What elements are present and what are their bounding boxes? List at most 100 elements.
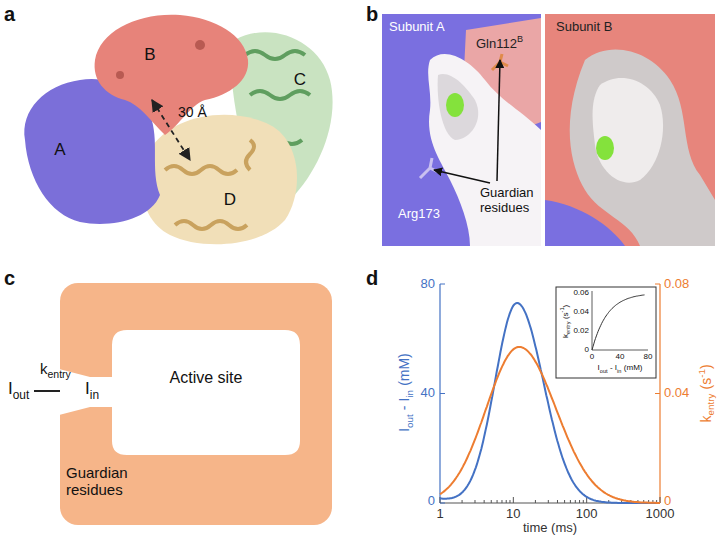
residue-label-text: B: [517, 34, 523, 44]
tick-label: 1000: [646, 507, 675, 522]
species-label-text: in: [90, 388, 99, 402]
subunit-letter: A: [54, 140, 65, 160]
guardian-label: Guardian residues: [480, 186, 542, 216]
surface-pit: [116, 71, 124, 79]
panel-letter: d: [366, 267, 378, 290]
tick-label-text: 0.08: [664, 276, 689, 291]
panel-letter-text: b: [366, 3, 378, 25]
tick: [491, 500, 492, 503]
tick-label: 0: [428, 494, 435, 509]
helix: [175, 221, 247, 229]
tick-label-text: 0: [585, 345, 589, 354]
axis-title-text: - I: [395, 398, 411, 410]
tick: [501, 500, 502, 503]
helix: [246, 140, 254, 170]
active-site-views: [382, 14, 715, 246]
tick-label-text: 0.04: [664, 385, 689, 400]
inset-frame: [556, 287, 656, 378]
subunit-title: Subunit B: [556, 20, 612, 35]
leader-arrow: [434, 170, 490, 183]
axis-title-text: -1: [560, 307, 566, 312]
axis-title-text: I: [598, 363, 600, 372]
tick-label: 0.06: [573, 288, 589, 297]
subunit-letter: B: [144, 45, 155, 65]
panel-letter-text: a: [4, 3, 15, 25]
inset-axis: [592, 291, 593, 350]
tick-label: 0: [585, 345, 589, 354]
distance-label: 30 Å: [178, 104, 207, 120]
subunit-letter-text: A: [54, 140, 65, 159]
species-label-text: out: [13, 388, 30, 402]
tick-label: 0.02: [573, 326, 589, 335]
species-label: Iin: [85, 379, 99, 402]
tick: [575, 500, 576, 503]
tick-label: 80: [421, 277, 435, 292]
tick: [440, 503, 445, 504]
tick-label-text: 0: [664, 493, 671, 508]
helix: [245, 51, 305, 59]
tick-label-text: 1000: [646, 506, 675, 521]
subunit-letter: D: [224, 190, 236, 210]
tick-label-text: 80: [644, 352, 653, 361]
tick-label: 10: [506, 507, 520, 522]
tick-label-text: 40: [421, 385, 435, 400]
subunit-a-edge: [545, 200, 625, 246]
leader-arrow: [497, 60, 500, 181]
tick-label-text: 80: [421, 276, 435, 291]
arg-sidechain: [420, 158, 438, 178]
tick: [506, 500, 507, 503]
tick: [484, 500, 485, 503]
inset-axis: [592, 350, 648, 351]
ligand-patch: [446, 93, 464, 117]
subunit-letter-text: B: [144, 45, 155, 64]
tick-label: 80: [644, 352, 653, 361]
surface-pit: [195, 40, 205, 50]
tick-label-text: 1: [436, 506, 443, 521]
tick-label-text: 40: [616, 352, 625, 361]
tick-label-text: 10: [506, 506, 520, 521]
panel-letter: a: [4, 3, 15, 26]
axis-title: time (ms): [523, 521, 577, 536]
helix: [250, 91, 310, 99]
tick-label: 1: [436, 507, 443, 522]
tick: [440, 393, 445, 394]
tick-label: 40: [421, 386, 435, 401]
rate-label: kentry: [40, 360, 71, 380]
tick: [564, 500, 565, 503]
axis-title-text: ): [561, 304, 570, 307]
axis-title-text: k: [561, 334, 570, 338]
tick-label: 100: [576, 507, 598, 522]
tick: [579, 500, 580, 503]
axis-title-text: in: [617, 368, 621, 374]
residue-label: Arg173: [398, 207, 440, 222]
enzyme-body: [60, 283, 332, 525]
tick: [462, 500, 463, 503]
tick-label: 0.08: [664, 277, 689, 292]
subunit-title: Subunit A: [389, 20, 445, 35]
axis-title: kentry(s-1): [696, 364, 717, 422]
tick-label-text: 0.04: [573, 307, 589, 316]
protein-structure: [24, 15, 332, 245]
subunit-letter: C: [294, 70, 306, 90]
enzyme-schematic: Active siteGuardian residues: [60, 283, 332, 525]
axis-title-text: in: [403, 391, 414, 399]
axis-title-text: (mM): [395, 354, 411, 387]
tick-label: 0.04: [573, 307, 589, 316]
distance-label-text: 30 Å: [178, 104, 207, 120]
cavity: [60, 330, 300, 455]
axis-title-text: (mM): [624, 363, 643, 372]
guardian-label: Guardian residues: [66, 464, 141, 499]
guardian-label-text: Guardian residues: [480, 185, 533, 215]
chart: [440, 284, 660, 503]
rate-label-text: k: [40, 360, 48, 377]
cavity-inner: [593, 78, 664, 183]
species-label-text: I: [85, 379, 90, 398]
tick: [655, 284, 660, 285]
axis-title-text: (s: [561, 312, 570, 319]
axis-ticks: [440, 284, 660, 503]
tick-label-text: 0: [428, 493, 435, 508]
axis-title: Iout- Iin(mM): [395, 354, 414, 433]
axis-title-text: entry: [566, 321, 572, 333]
tick: [655, 393, 660, 394]
